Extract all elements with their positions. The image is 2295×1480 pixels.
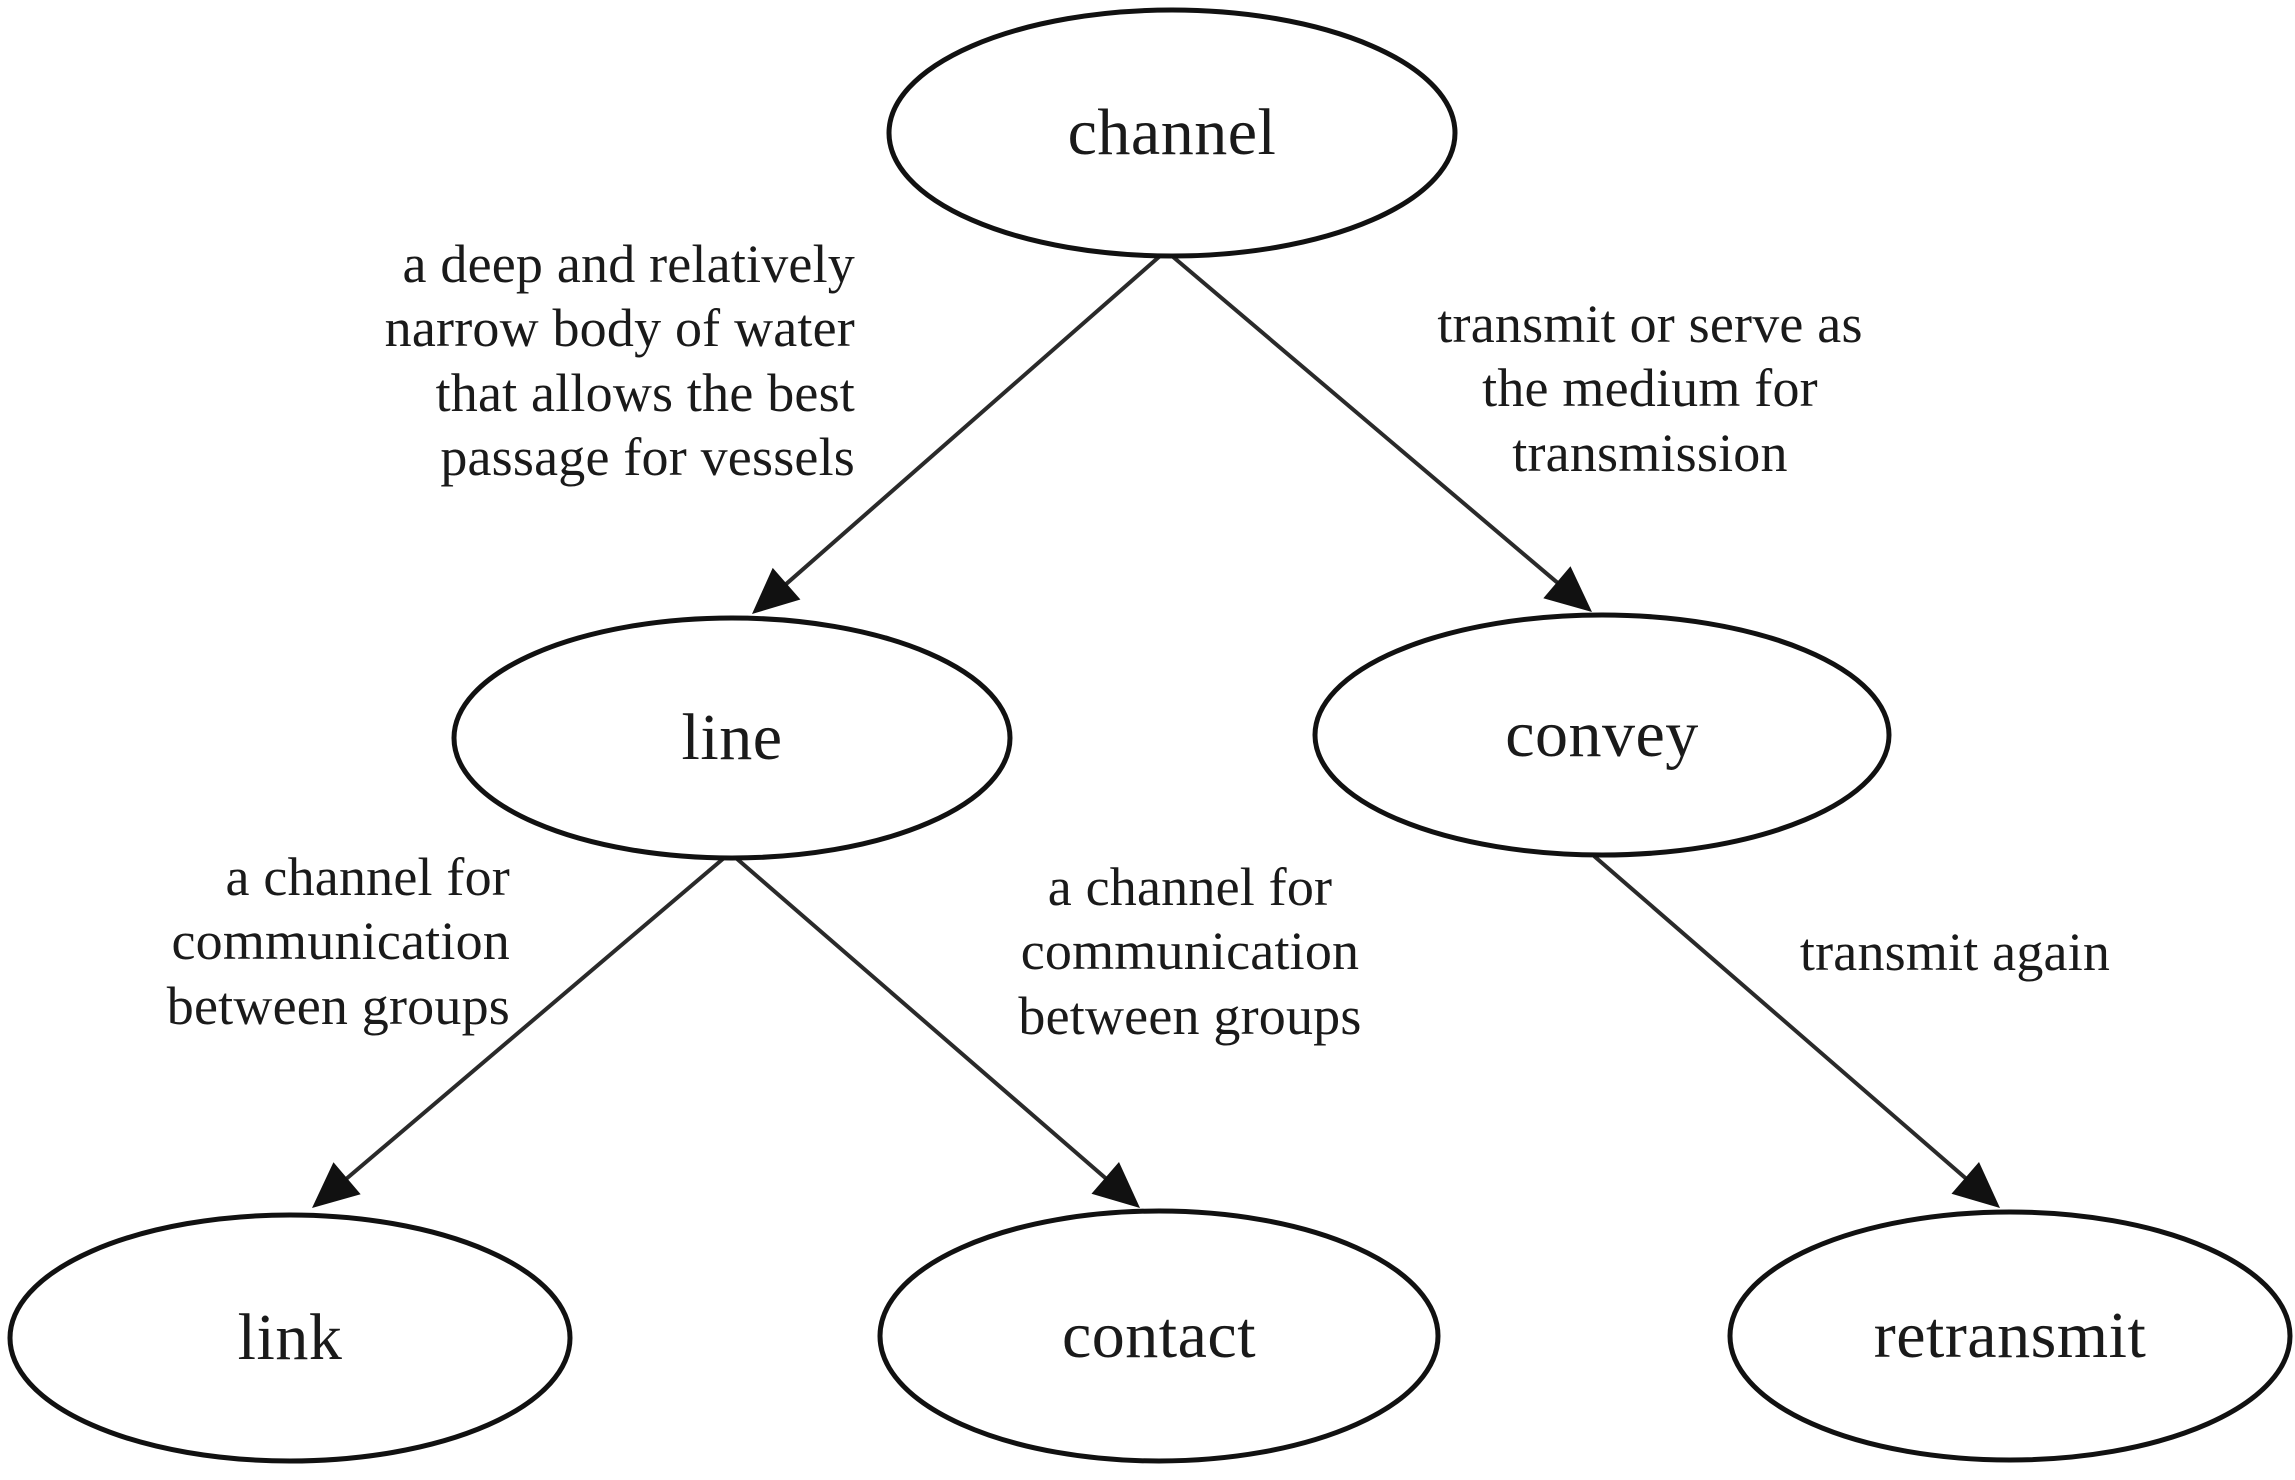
edge-line-contact	[734, 856, 1113, 1185]
edges-layer	[312, 254, 2000, 1208]
arrowhead-icon-line-link	[312, 1162, 361, 1208]
node-ellipse-contact[interactable]	[877, 1208, 1441, 1464]
node-label-channel: channel	[1067, 96, 1277, 169]
arrowhead-icon-channel-line	[752, 567, 801, 614]
edge-label-line-link: a channel for communication between grou…	[166, 847, 510, 1036]
node-label-convey: convey	[1505, 698, 1699, 771]
nodes-layer	[7, 7, 2293, 1464]
edge-label-channel-convey: transmit or serve as the medium for tran…	[1437, 294, 1863, 483]
node-ellipse-retransmit[interactable]	[1727, 1209, 2293, 1463]
node-label-line: line	[681, 701, 783, 774]
edge-label-channel-line: a deep and relatively narrow body of wat…	[384, 234, 855, 487]
node-label-retransmit: retransmit	[1873, 1299, 2147, 1372]
arrowhead-icon-channel-convey	[1543, 566, 1592, 612]
edge-channel-convey	[1170, 254, 1565, 589]
node-label-contact: contact	[1061, 1299, 1257, 1372]
node-ellipse-link[interactable]	[7, 1212, 573, 1464]
node-ellipse-convey[interactable]	[1312, 612, 1892, 858]
edge-label-convey-retransmit: transmit again	[1799, 922, 2111, 982]
arrowhead-icon-line-contact	[1091, 1162, 1140, 1208]
node-ellipse-channel[interactable]	[886, 7, 1458, 259]
edge-channel-line	[779, 254, 1162, 591]
arrowhead-icon-convey-retransmit	[1951, 1161, 2000, 1208]
edge-line-link	[339, 856, 726, 1185]
edge-convey-retransmit	[1592, 854, 1973, 1185]
edge-label-line-contact: a channel for communication between grou…	[1018, 857, 1362, 1046]
node-ellipse-line[interactable]	[451, 615, 1013, 861]
node-label-link: link	[237, 1301, 343, 1374]
